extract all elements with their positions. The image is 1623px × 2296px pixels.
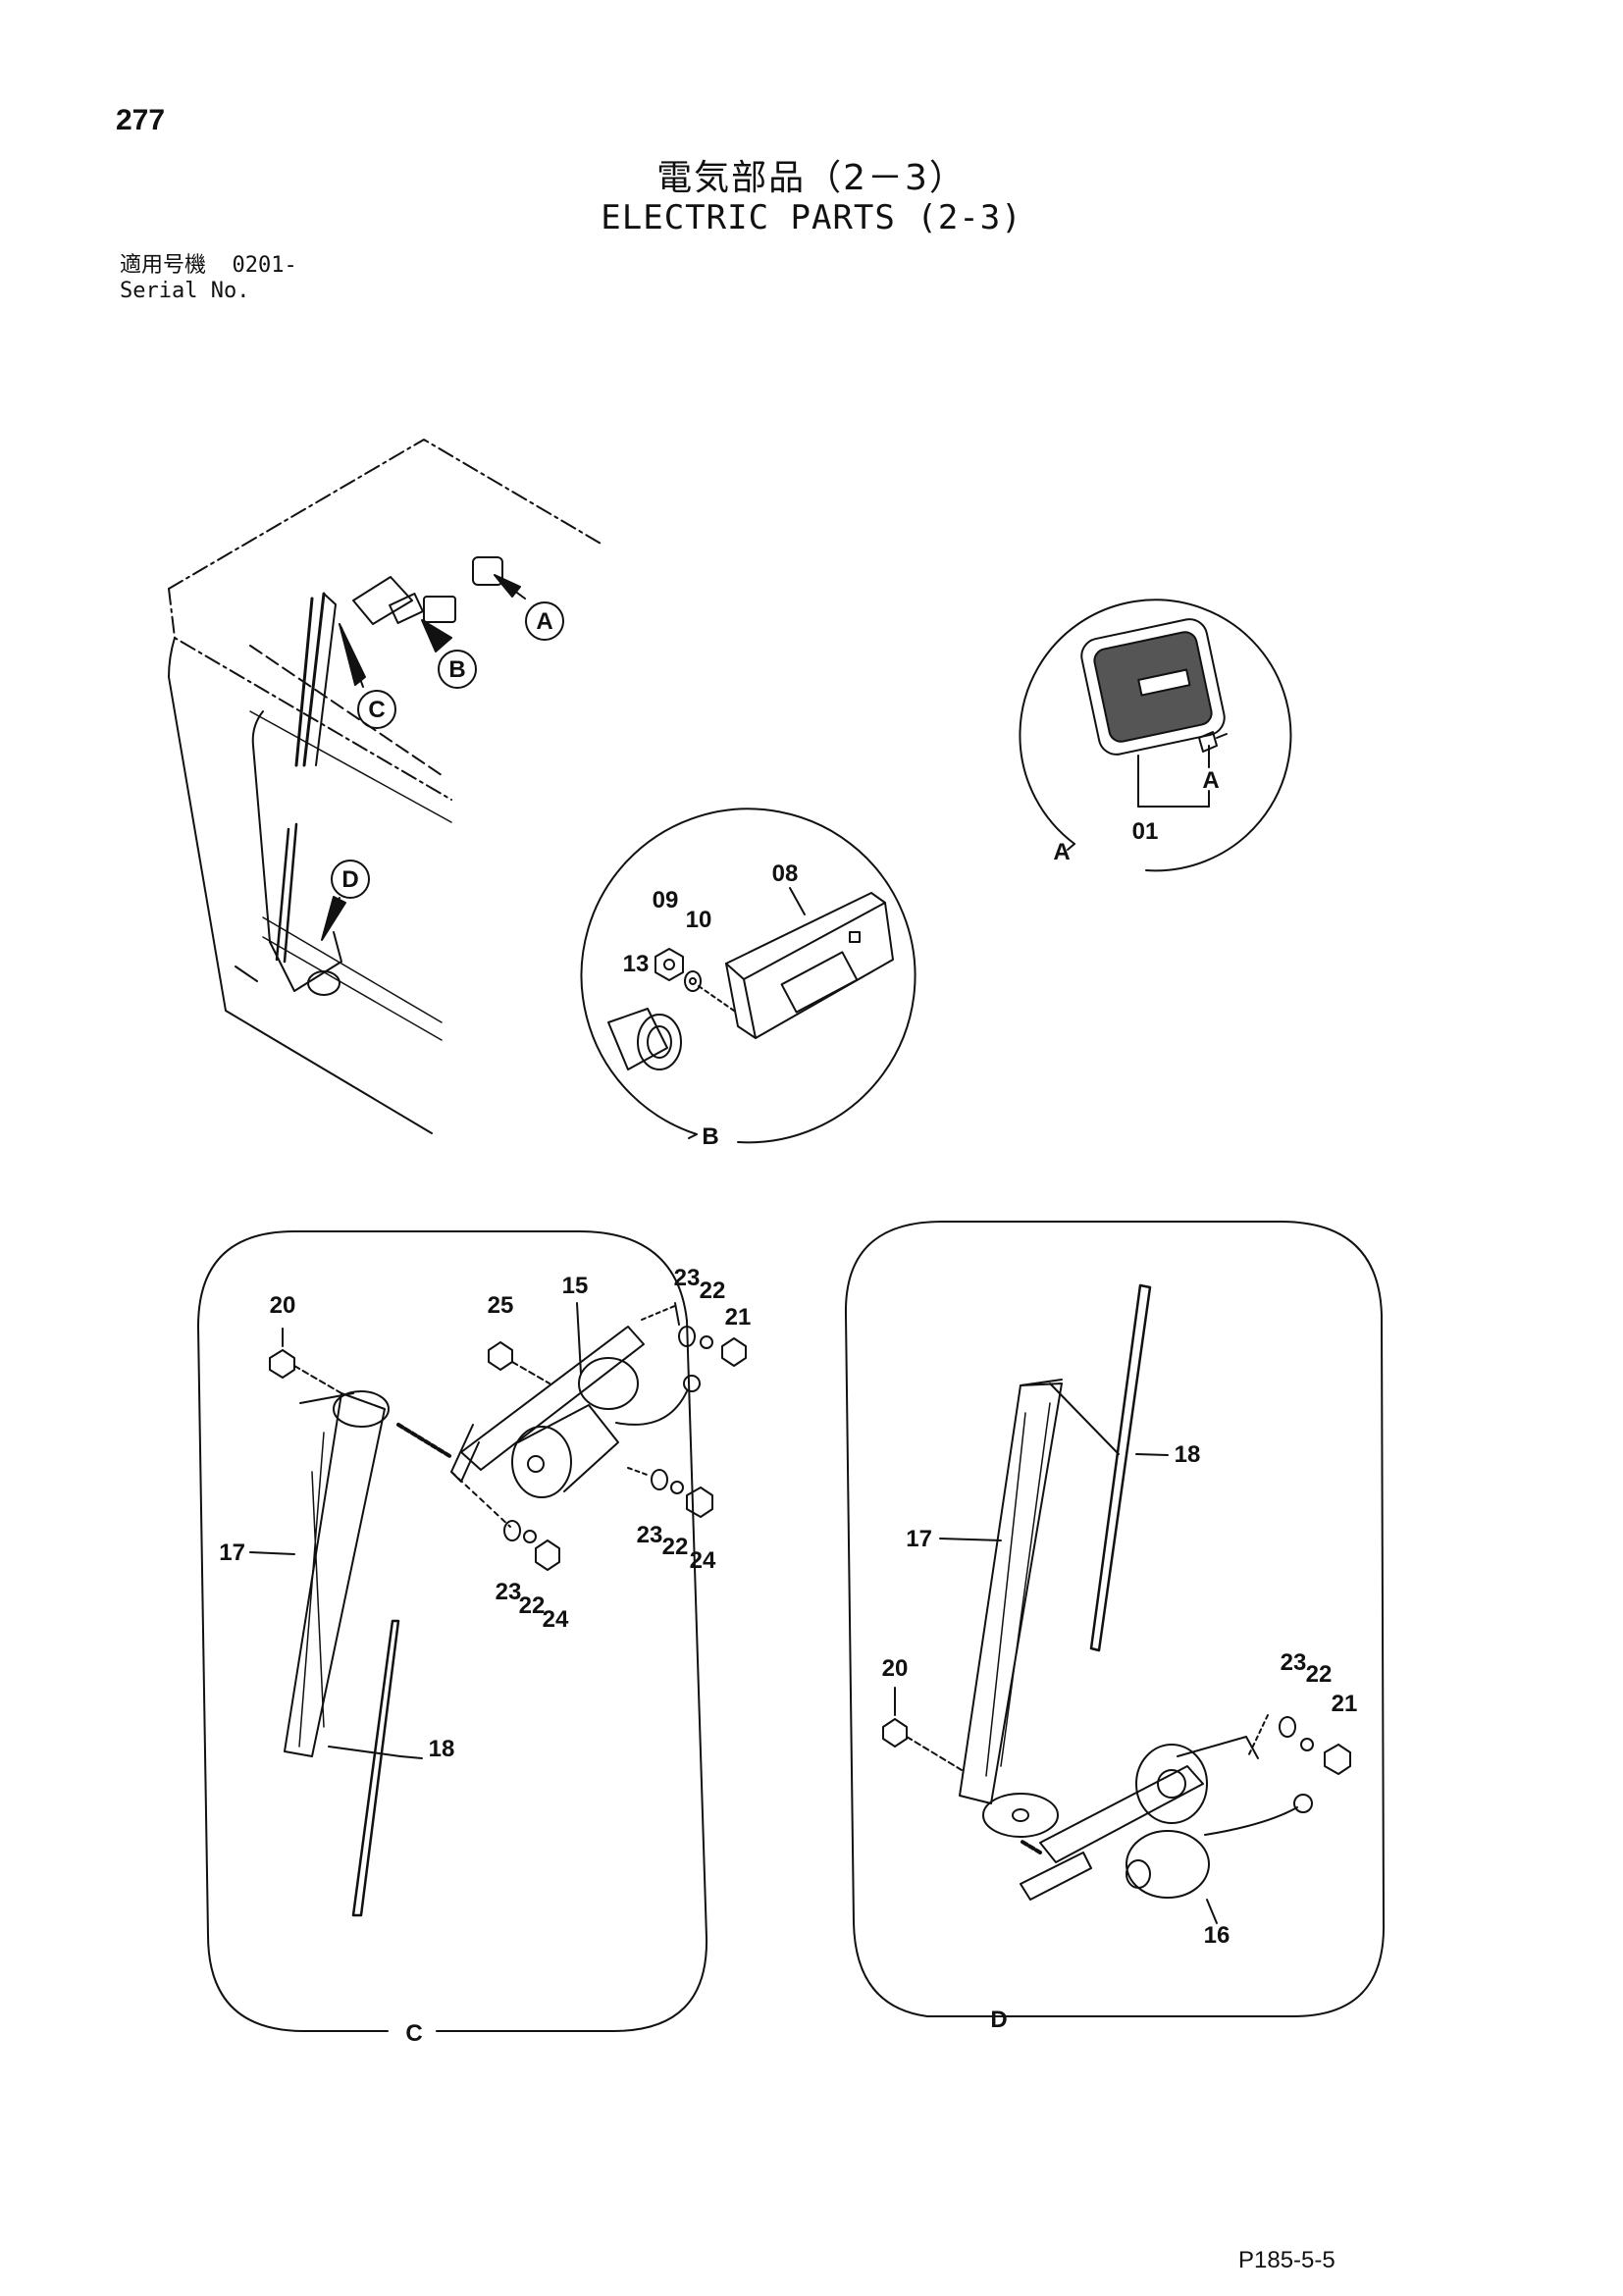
detail-a-label: A bbox=[1053, 839, 1070, 865]
part-24-c-low: 24 bbox=[543, 1606, 569, 1633]
part-10: 10 bbox=[686, 907, 712, 933]
part-18-d: 18 bbox=[1175, 1441, 1201, 1468]
serial-jp-row: 適用号機 0201- bbox=[120, 253, 297, 279]
detail-b-label: B bbox=[702, 1123, 718, 1150]
part-21-c: 21 bbox=[725, 1304, 752, 1331]
part-24-c-right: 24 bbox=[690, 1547, 716, 1574]
part-13: 13 bbox=[623, 951, 650, 977]
cab-overview bbox=[168, 439, 603, 1134]
part-22-c-low: 22 bbox=[519, 1592, 546, 1619]
part-17-c: 17 bbox=[219, 1539, 245, 1566]
part-23-d: 23 bbox=[1281, 1649, 1307, 1676]
page-number: 277 bbox=[116, 104, 166, 136]
part-23-c-top: 23 bbox=[674, 1265, 701, 1291]
detail-d-label: D bbox=[990, 2007, 1007, 2033]
part-17-d: 17 bbox=[906, 1526, 932, 1552]
part-22-d: 22 bbox=[1306, 1661, 1333, 1688]
callout-d: D bbox=[321, 860, 370, 941]
part-20-c: 20 bbox=[270, 1292, 296, 1319]
part-15: 15 bbox=[562, 1273, 589, 1299]
part-08: 08 bbox=[772, 861, 799, 887]
part-16: 16 bbox=[1204, 1922, 1230, 1949]
part-22-c-top: 22 bbox=[700, 1278, 726, 1304]
detail-a: A 01 A bbox=[1019, 599, 1292, 872]
callout-a: A bbox=[494, 574, 564, 641]
document-code: P185-5-5 bbox=[1238, 2247, 1335, 2273]
callout-b-label: B bbox=[448, 656, 465, 683]
part-25: 25 bbox=[488, 1292, 514, 1319]
detail-c-label: C bbox=[405, 2020, 422, 2047]
callout-a-label: A bbox=[536, 608, 552, 635]
serial-value: 0201- bbox=[232, 253, 297, 278]
detail-c: C 18 17 20 15 25 bbox=[197, 1230, 752, 2047]
callout-c-label: C bbox=[368, 697, 385, 723]
light-lamp bbox=[1080, 618, 1226, 756]
part-21-d: 21 bbox=[1332, 1691, 1358, 1717]
part-20-d: 20 bbox=[882, 1655, 909, 1682]
part-a-ref: A bbox=[1202, 767, 1219, 794]
serial-label-en: Serial No. bbox=[120, 279, 250, 303]
part-01: 01 bbox=[1132, 818, 1159, 845]
detail-d: D 18 17 20 16 2 bbox=[844, 1221, 1386, 2033]
serial-label-jp: 適用号機 bbox=[120, 253, 207, 278]
page-title-japanese: 電気部品（2－3） bbox=[656, 158, 967, 198]
callout-b: B bbox=[421, 619, 477, 689]
part-09: 09 bbox=[653, 887, 679, 913]
callout-c: C bbox=[339, 623, 396, 729]
part-23-c-low: 23 bbox=[496, 1579, 522, 1605]
part-18-c: 18 bbox=[429, 1736, 455, 1762]
serial-info: 適用号機 0201- Serial No. bbox=[120, 253, 297, 304]
callout-d-label: D bbox=[341, 866, 358, 893]
detail-b: B 08 09 10 13 bbox=[580, 808, 916, 1150]
part-23-c-right: 23 bbox=[637, 1522, 663, 1548]
part-22-c-right: 22 bbox=[662, 1534, 689, 1560]
page-title-english: ELECTRIC PARTS (2-3) bbox=[601, 198, 1022, 237]
